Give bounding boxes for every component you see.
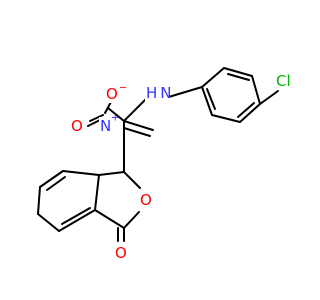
bond [37, 186, 41, 215]
bond [39, 170, 64, 188]
bond [123, 171, 141, 189]
nitro-nitrogen-label: N [100, 117, 111, 135]
bond [259, 90, 279, 105]
bond [94, 209, 125, 229]
bond [61, 207, 91, 225]
bond [223, 67, 253, 77]
bond [227, 73, 250, 81]
bond [94, 174, 100, 211]
nitro-oxygen-anion-label: O [106, 85, 118, 103]
bond [123, 211, 140, 229]
bond [239, 103, 261, 123]
bond [37, 213, 60, 232]
bond [211, 114, 241, 123]
bond [62, 170, 100, 176]
atom-labels: H N Cl N + O − O O O [70, 72, 297, 262]
amine-nh-label: H N [146, 84, 172, 102]
lactone-ring-oxygen-label: O [140, 191, 152, 209]
bond [46, 176, 66, 191]
bond [123, 120, 154, 131]
bond [107, 107, 125, 122]
bond [251, 75, 261, 105]
nitro-oxygen-label: O [71, 117, 83, 135]
bond [98, 171, 125, 176]
chlorine-label: Cl [276, 72, 291, 90]
bond [237, 102, 255, 118]
bond [201, 86, 213, 116]
bond [58, 209, 96, 232]
bond [201, 67, 225, 88]
bond [89, 114, 104, 122]
nitro-negative-charge: − [119, 83, 127, 94]
bond [206, 88, 216, 110]
nitro-positive-charge: + [111, 113, 119, 124]
bond [123, 127, 151, 137]
bond [123, 98, 147, 122]
molecule-structure: H N Cl N + O − O O O [37, 67, 297, 262]
carbonyl-oxygen-label: O [115, 244, 127, 262]
